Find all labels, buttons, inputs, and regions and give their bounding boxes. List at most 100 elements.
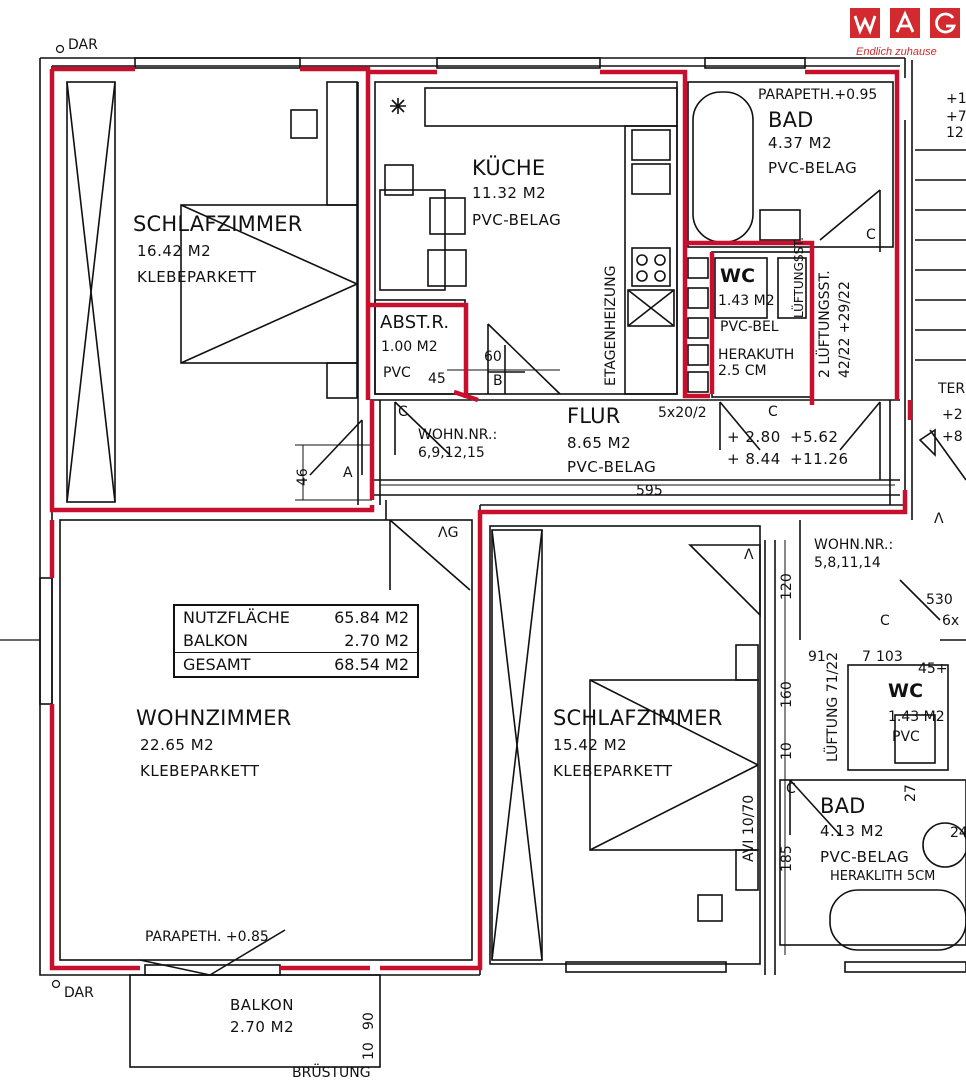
room-name-bedroom-2: SCHLAFZIMMER xyxy=(553,706,723,730)
wohn-nr-label-1: WOHN.NR.: xyxy=(418,427,498,443)
dim-46: 46 xyxy=(295,468,311,486)
label-lueftungsst-2: 2 LÜFTUNGSST. xyxy=(817,270,833,378)
dim-27: 27 xyxy=(903,784,919,802)
logo-letter-a xyxy=(890,8,920,38)
dim-90: 90 xyxy=(361,1012,377,1030)
marker-c1: C xyxy=(398,404,408,420)
marker-c3: C xyxy=(866,227,876,243)
wohn-nr-label-2: WOHN.NR.: xyxy=(814,537,894,553)
summary-value: 68.54 M2 xyxy=(334,655,409,674)
label-lueftungsst-vals: 42/22 +29/22 xyxy=(837,281,853,378)
wohn-nr-values-2: 5,8,11,14 xyxy=(814,555,881,571)
dim-60: 60 xyxy=(484,349,502,365)
window-top-3 xyxy=(704,57,806,69)
room-name-bedroom-1: SCHLAFZIMMER xyxy=(133,212,303,236)
room-floor-storage: PVC xyxy=(383,365,411,381)
level-b2: +11.26 xyxy=(790,450,849,468)
marker-a3: Λ xyxy=(744,547,754,563)
room-name-kitchen: KÜCHE xyxy=(472,156,546,180)
window-bottom-2 xyxy=(565,961,727,973)
dim-103: 103 xyxy=(876,649,903,665)
marker-a4: Λ xyxy=(934,511,944,527)
room-floor-bedroom-2: KLEBEPARKETT xyxy=(553,762,673,780)
summary-label: GESAMT xyxy=(183,655,251,674)
summary-value: 65.84 M2 xyxy=(334,608,409,627)
label-brustung: BRÜSTUNG xyxy=(292,1065,371,1081)
logo-tagline: Endlich zuhause xyxy=(856,46,937,58)
summary-row: BALKON 2.70 M2 xyxy=(175,629,417,653)
room-floor-kitchen: PVC-BELAG xyxy=(472,211,562,229)
ter-level-1: +2 xyxy=(942,407,963,423)
summary-label: BALKON xyxy=(183,631,249,650)
room-area-kitchen: 11.32 M2 xyxy=(472,184,547,202)
living-room-parapet: PARAPETH. +0.85 xyxy=(145,929,269,945)
label-etagenheizung: ETAGENHEIZUNG xyxy=(603,265,619,386)
room-floor-bedroom-1: KLEBEPARKETT xyxy=(137,268,257,286)
room-area-bedroom-1: 16.42 M2 xyxy=(137,242,212,260)
dim-45: 45 xyxy=(428,371,446,387)
level-a2: + 8.44 xyxy=(727,450,781,468)
room-floor-hallway: PVC-BELAG xyxy=(567,458,657,476)
window-bottom-3 xyxy=(844,961,966,973)
room-floor-wc-2: PVC xyxy=(892,729,920,745)
wardrobe-1 xyxy=(66,81,116,503)
level-b1: +5.62 xyxy=(790,428,839,446)
room-area-wc-1: 1.43 M2 xyxy=(718,293,775,309)
label-45-plus: 45+ xyxy=(918,661,948,677)
bathroom-2-note: HERAKLITH 5CM xyxy=(830,869,936,884)
dim-10: 10 xyxy=(779,742,795,760)
summary-row: NUTZFLÄCHE 65.84 M2 xyxy=(175,606,417,629)
room-name-bathroom-1: BAD xyxy=(768,108,814,132)
wag-logo: Endlich zuhause xyxy=(850,8,960,60)
room-area-storage: 1.00 M2 xyxy=(381,339,438,355)
room-floor-bathroom-2: PVC-BELAG xyxy=(820,848,910,866)
logo-letter-w xyxy=(850,8,880,38)
dim-595: 595 xyxy=(636,483,663,499)
label-lueftung-2: LÜFTUNG 71/22 xyxy=(825,651,841,762)
room-name-wc-1: WC xyxy=(720,265,756,287)
marker-c5: C xyxy=(786,781,796,797)
window-left xyxy=(39,577,53,705)
label-lueftungsst: LÜFTUNGSST. xyxy=(792,237,806,318)
dim-10-balcony: 10 xyxy=(361,1042,377,1060)
room-name-hallway: FLUR xyxy=(567,404,621,428)
window-top-2 xyxy=(436,57,601,69)
level-a1: + 2.80 xyxy=(727,428,781,446)
window-top-1 xyxy=(134,57,301,69)
right-level-1: +1 xyxy=(946,91,966,107)
room-name-balcony: BALKON xyxy=(230,996,294,1014)
room-floor-wc-1: PVC-BEL xyxy=(720,319,779,335)
dim-91: 91 xyxy=(808,649,826,665)
dim-185: 185 xyxy=(779,845,795,872)
right-level-2: +7 xyxy=(946,109,966,125)
room-floor-living-room: KLEBEPARKETT xyxy=(140,762,260,780)
room-floor-bathroom-1: PVC-BELAG xyxy=(768,159,858,177)
bathroom-1 xyxy=(687,81,894,248)
label-6x: 6x xyxy=(942,613,960,629)
summary-row: GESAMT 68.54 M2 xyxy=(175,653,417,676)
summary-value: 2.70 M2 xyxy=(344,631,409,650)
dim-7: 7 xyxy=(862,649,871,665)
right-level-3: 12 xyxy=(946,125,964,141)
label-herakuth-2: 2.5 CM xyxy=(718,363,767,379)
room-area-bathroom-1: 4.37 M2 xyxy=(768,134,833,152)
wc-2 xyxy=(847,664,949,771)
balcony xyxy=(129,974,381,1068)
bedroom-2 xyxy=(489,525,761,965)
label-avi: AVI 10/70 xyxy=(741,794,757,862)
marker-c4: C xyxy=(880,613,890,629)
room-area-hallway: 8.65 M2 xyxy=(567,434,632,452)
dar-label-top: DAR xyxy=(68,37,98,53)
label-24: 24 xyxy=(950,825,966,841)
room-area-wc-2: 1.43 M2 xyxy=(888,709,945,725)
area-summary-table: NUTZFLÄCHE 65.84 M2 BALKON 2.70 M2 GESAM… xyxy=(173,604,419,678)
room-name-bathroom-2: BAD xyxy=(820,794,866,818)
marker-c2: C xyxy=(768,404,778,420)
dim-120: 120 xyxy=(779,573,795,600)
marker-g: ΛG xyxy=(438,525,459,541)
marker-a1: A xyxy=(343,465,353,481)
bathroom-2 xyxy=(779,779,966,946)
ter-level-2: +8 xyxy=(942,429,963,445)
label-herakuth: HERAKUTH xyxy=(718,347,795,363)
